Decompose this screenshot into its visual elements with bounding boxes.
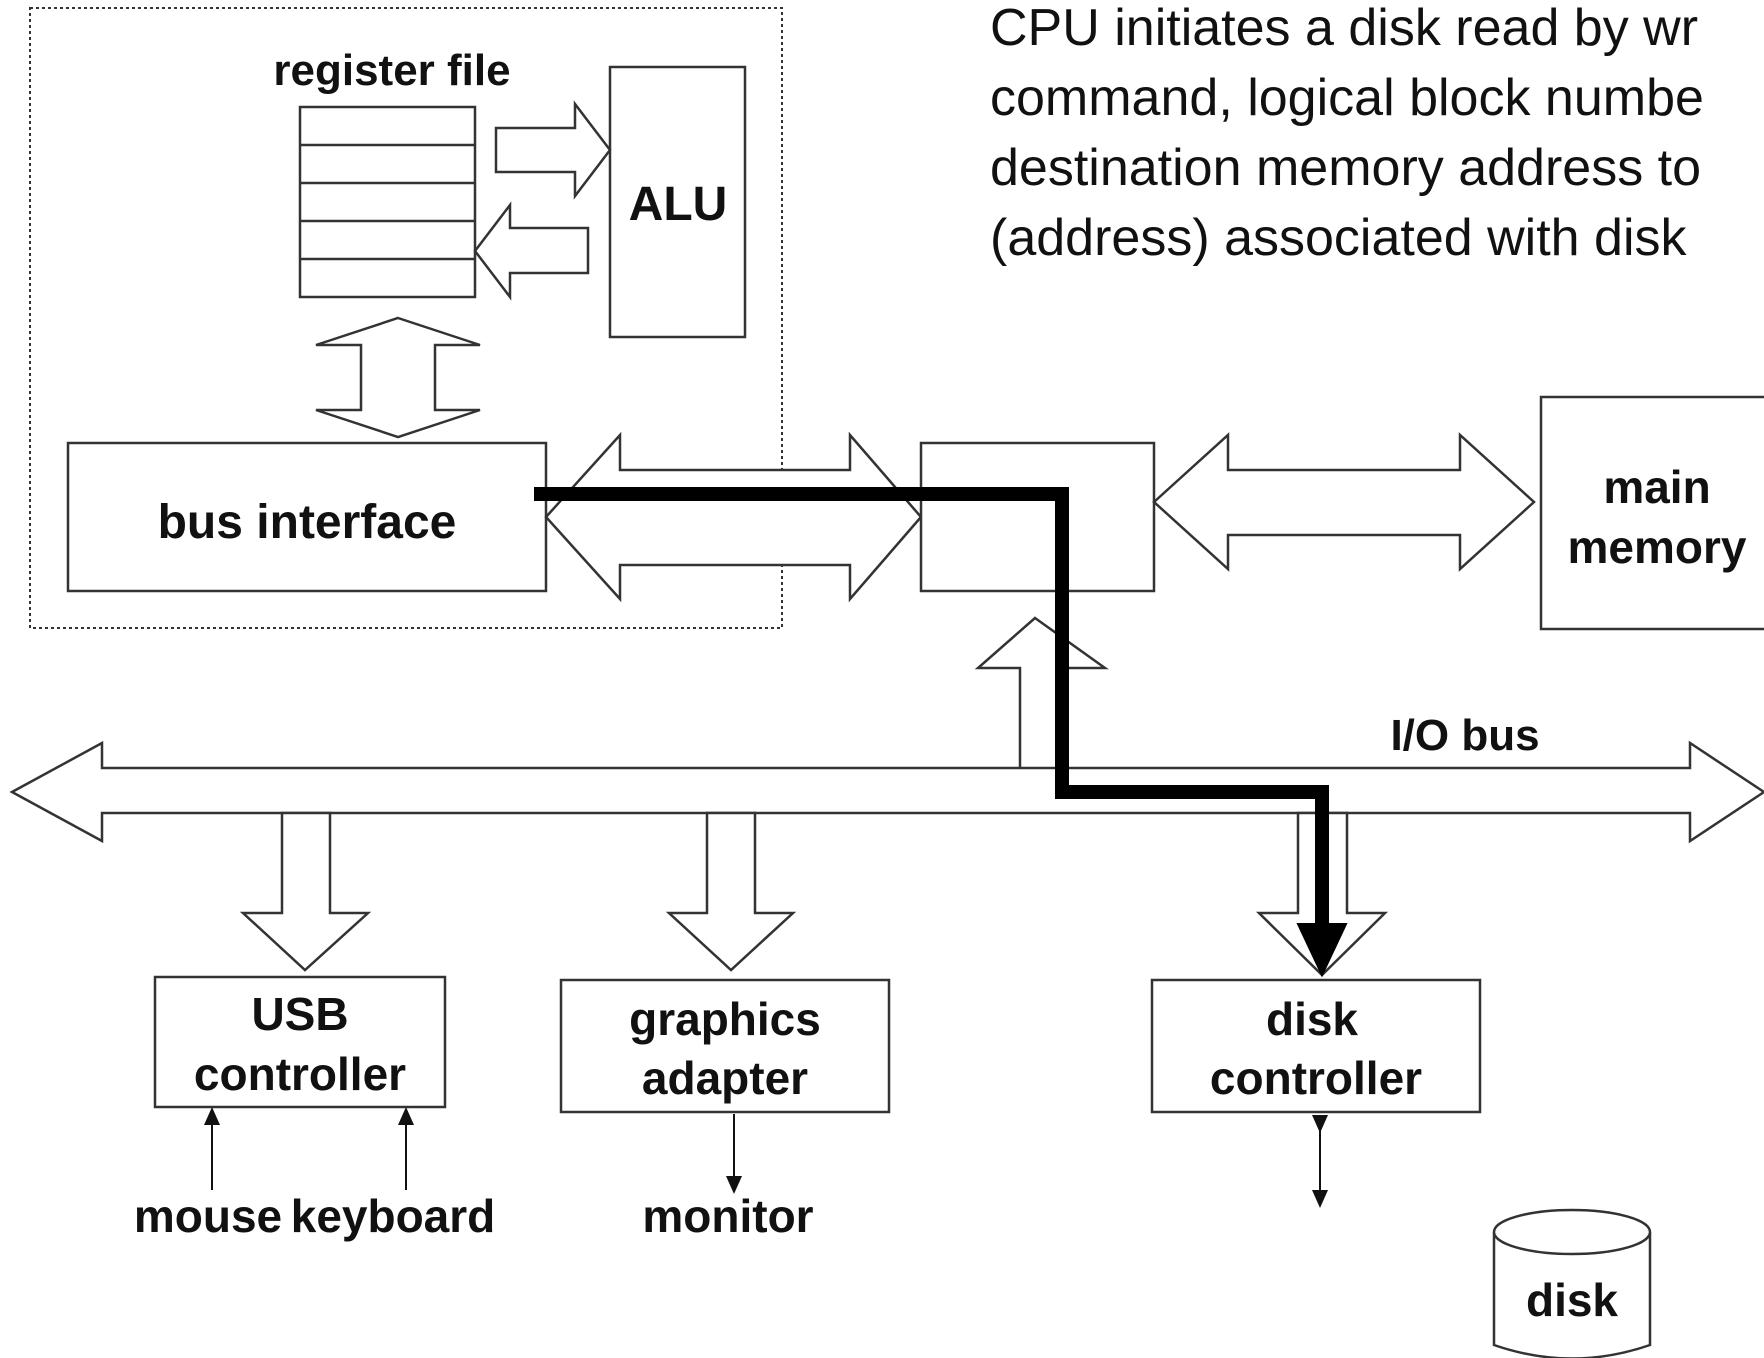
graphics-adapter-label-line1: graphics [629,993,821,1045]
alu-box [608,65,747,339]
alu-label: ALU [629,178,728,231]
bridge-io-arrow [974,616,1109,777]
keyboard-label: keyboard [291,1190,496,1242]
io-bus [9,740,1764,844]
usb-controller-box [153,975,447,1109]
caption-line-2: command, logical block numbe [990,69,1704,127]
disk-controller-box [1150,978,1482,1114]
disk-icon [1492,1208,1652,1358]
usb-controller-label-line2: controller [194,1048,406,1100]
register-bus-double-arrow [315,316,481,439]
disk-controller-label-line1: disk [1266,993,1358,1045]
graphics-adapter-label-line2: adapter [642,1052,808,1104]
main-memory-label-line2: memory [1568,521,1747,573]
disk-read-path-arrowhead [1296,923,1348,978]
usb-controller-label-line1: USB [251,988,348,1040]
cpu-chip-boundary [29,7,783,629]
memory-bus-arrow [1152,432,1536,572]
monitor-label: monitor [642,1190,813,1242]
bus-interface-label: bus interface [158,496,457,549]
io-bridge-box [919,441,1156,593]
main-memory-label-line1: main [1603,461,1710,513]
caption-line-3: destination memory address to [990,139,1701,197]
io-bus-label: I/O bus [1390,711,1539,760]
disk-label: disk [1526,1274,1618,1326]
graphics-adapter-box [559,978,891,1114]
graphics-down-arrow [665,811,797,972]
disk-read-path [534,487,1329,930]
caption-line-1: CPU initiates a disk read by wr [990,0,1698,57]
mouse-label: mouse [134,1190,282,1242]
alu-to-register-arrow [473,201,590,301]
main-memory-box [1539,395,1764,631]
caption: CPU initiates a disk read by wr command,… [990,0,1704,267]
register-to-alu-arrow [494,100,612,200]
usb-down-arrow [239,811,372,972]
disk-controller-label-line2: controller [1210,1052,1422,1104]
caption-line-4: (address) associated with disk [990,209,1688,267]
system-bus-arrow [544,431,923,603]
register-file-label: register file [273,46,510,95]
register-file [298,105,477,299]
